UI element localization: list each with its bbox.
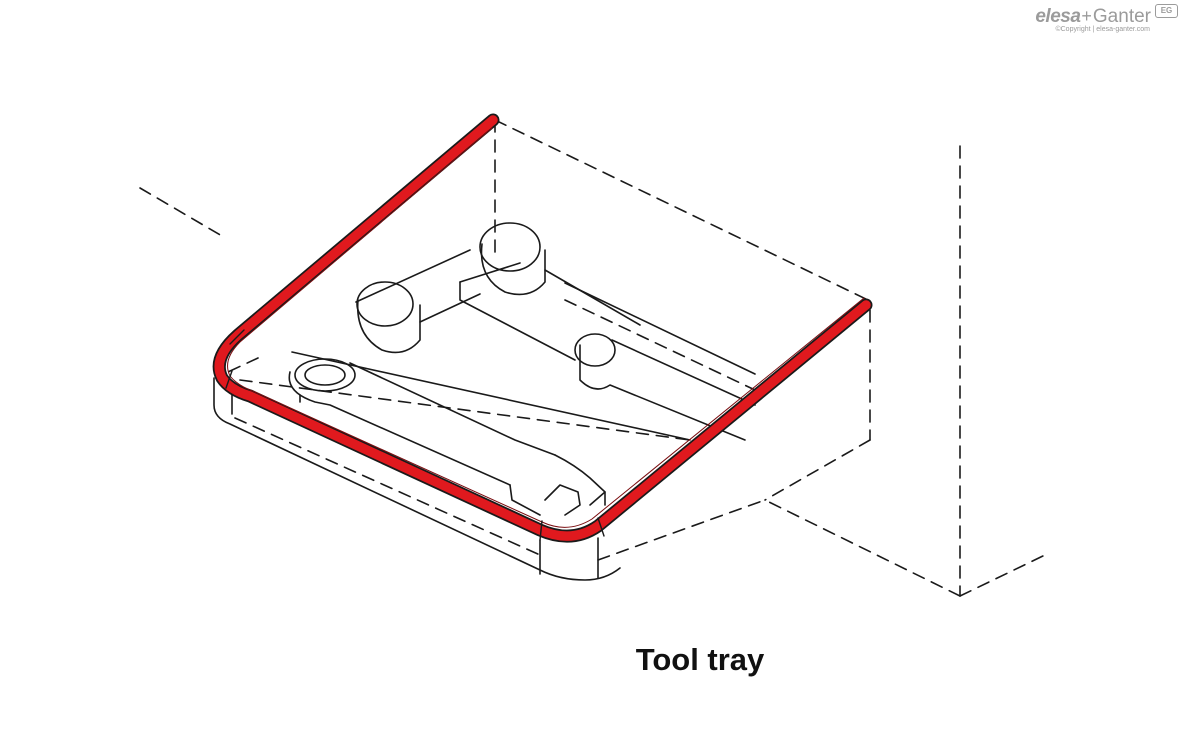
mounting-wall-outline [139, 119, 1046, 597]
wrench-icon [288, 358, 606, 516]
logo-brand-right: Ganter [1092, 6, 1151, 27]
red-edge-trim [212, 113, 873, 543]
diagram-caption: Tool tray [635, 642, 765, 677]
logo-badge: EG [1155, 4, 1178, 18]
elesa-ganter-logo: elesa + Ganter EG ©Copyright | elesa-gan… [1035, 4, 1178, 33]
logo-plus: + [1081, 6, 1092, 26]
logo-copyright: ©Copyright | elesa-ganter.com [1055, 26, 1150, 33]
hex-key-icon [356, 222, 756, 441]
logo-brand-left: elesa [1035, 6, 1081, 27]
